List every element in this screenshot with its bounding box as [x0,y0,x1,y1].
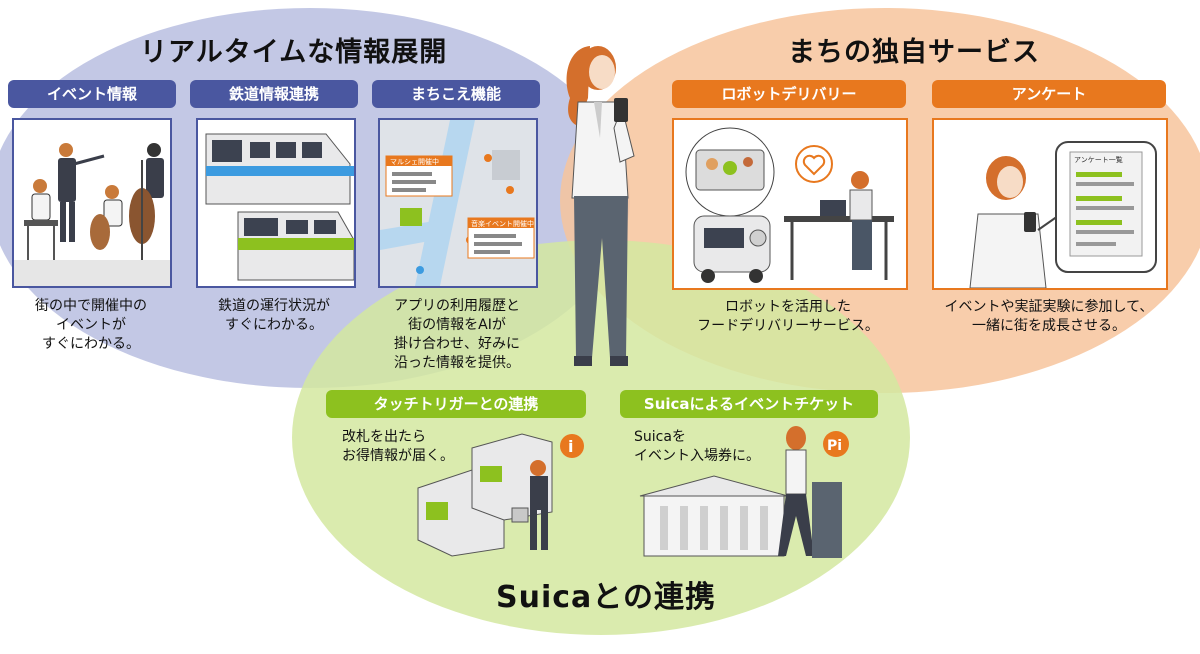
realtime-title: リアルタイムな情報展開 [140,37,448,68]
event-info-label: イベント情報 [8,80,176,108]
suica-ticket-label: Suicaによるイベントチケット [620,390,878,418]
robot-delivery-caption: ロボットを活用した フードデリバリーサービス。 [697,299,879,334]
map-tag-2: 音楽イベント開催中 [471,219,534,228]
suica-region [292,240,910,635]
robot-delivery-illustration [672,118,908,290]
railway-info-caption: 鉄道の運行状況が すぐにわかる。 [218,298,330,333]
machikoe-caption: アプリの利用履歴と 街の情報をAIが 掛け合わせ、好みに 沿った情報を提供。 [394,298,520,371]
event-entrance-illustration: Pi [639,426,849,558]
robot-delivery-label: ロボットデリバリー [672,80,906,108]
touch-trigger-label: タッチトリガーとの連携 [326,390,586,418]
info-badge: i [568,437,573,456]
map-tag-1: マルシェ開催中 [390,157,439,166]
railway-info-label: 鉄道情報連携 [190,80,358,108]
survey-list-title: アンケート一覧 [1074,155,1123,164]
touch-trigger-caption: 改札を出たら お得情報が届く。 [342,429,454,464]
survey-label: アンケート [932,80,1166,108]
machikoe-map: マルシェ開催中 音楽イベント開催中 [378,118,538,288]
event-info-illustration [12,118,172,288]
machikoe-label: まちこえ機能 [372,80,540,108]
ticket-gate-illustration: i [417,433,584,557]
event-info-caption: 街の中で開催中の イベントが すぐにわかる。 [35,298,147,352]
survey-caption: イベントや実証実験に参加して、 一緒に街を成長させる。 [944,299,1154,334]
pi-badge: Pi [827,438,842,454]
woman-with-smartphone [566,46,635,366]
services-title: まちの独自サービス [788,37,1040,68]
survey-illustration: アンケート一覧 [932,118,1168,290]
conductor-figure [59,143,73,157]
railway-info-illustration [196,118,356,288]
suica-ticket-caption: Suicaを イベント入場券に。 [634,429,760,464]
suica-title: Suicaとの連携 [496,580,716,615]
